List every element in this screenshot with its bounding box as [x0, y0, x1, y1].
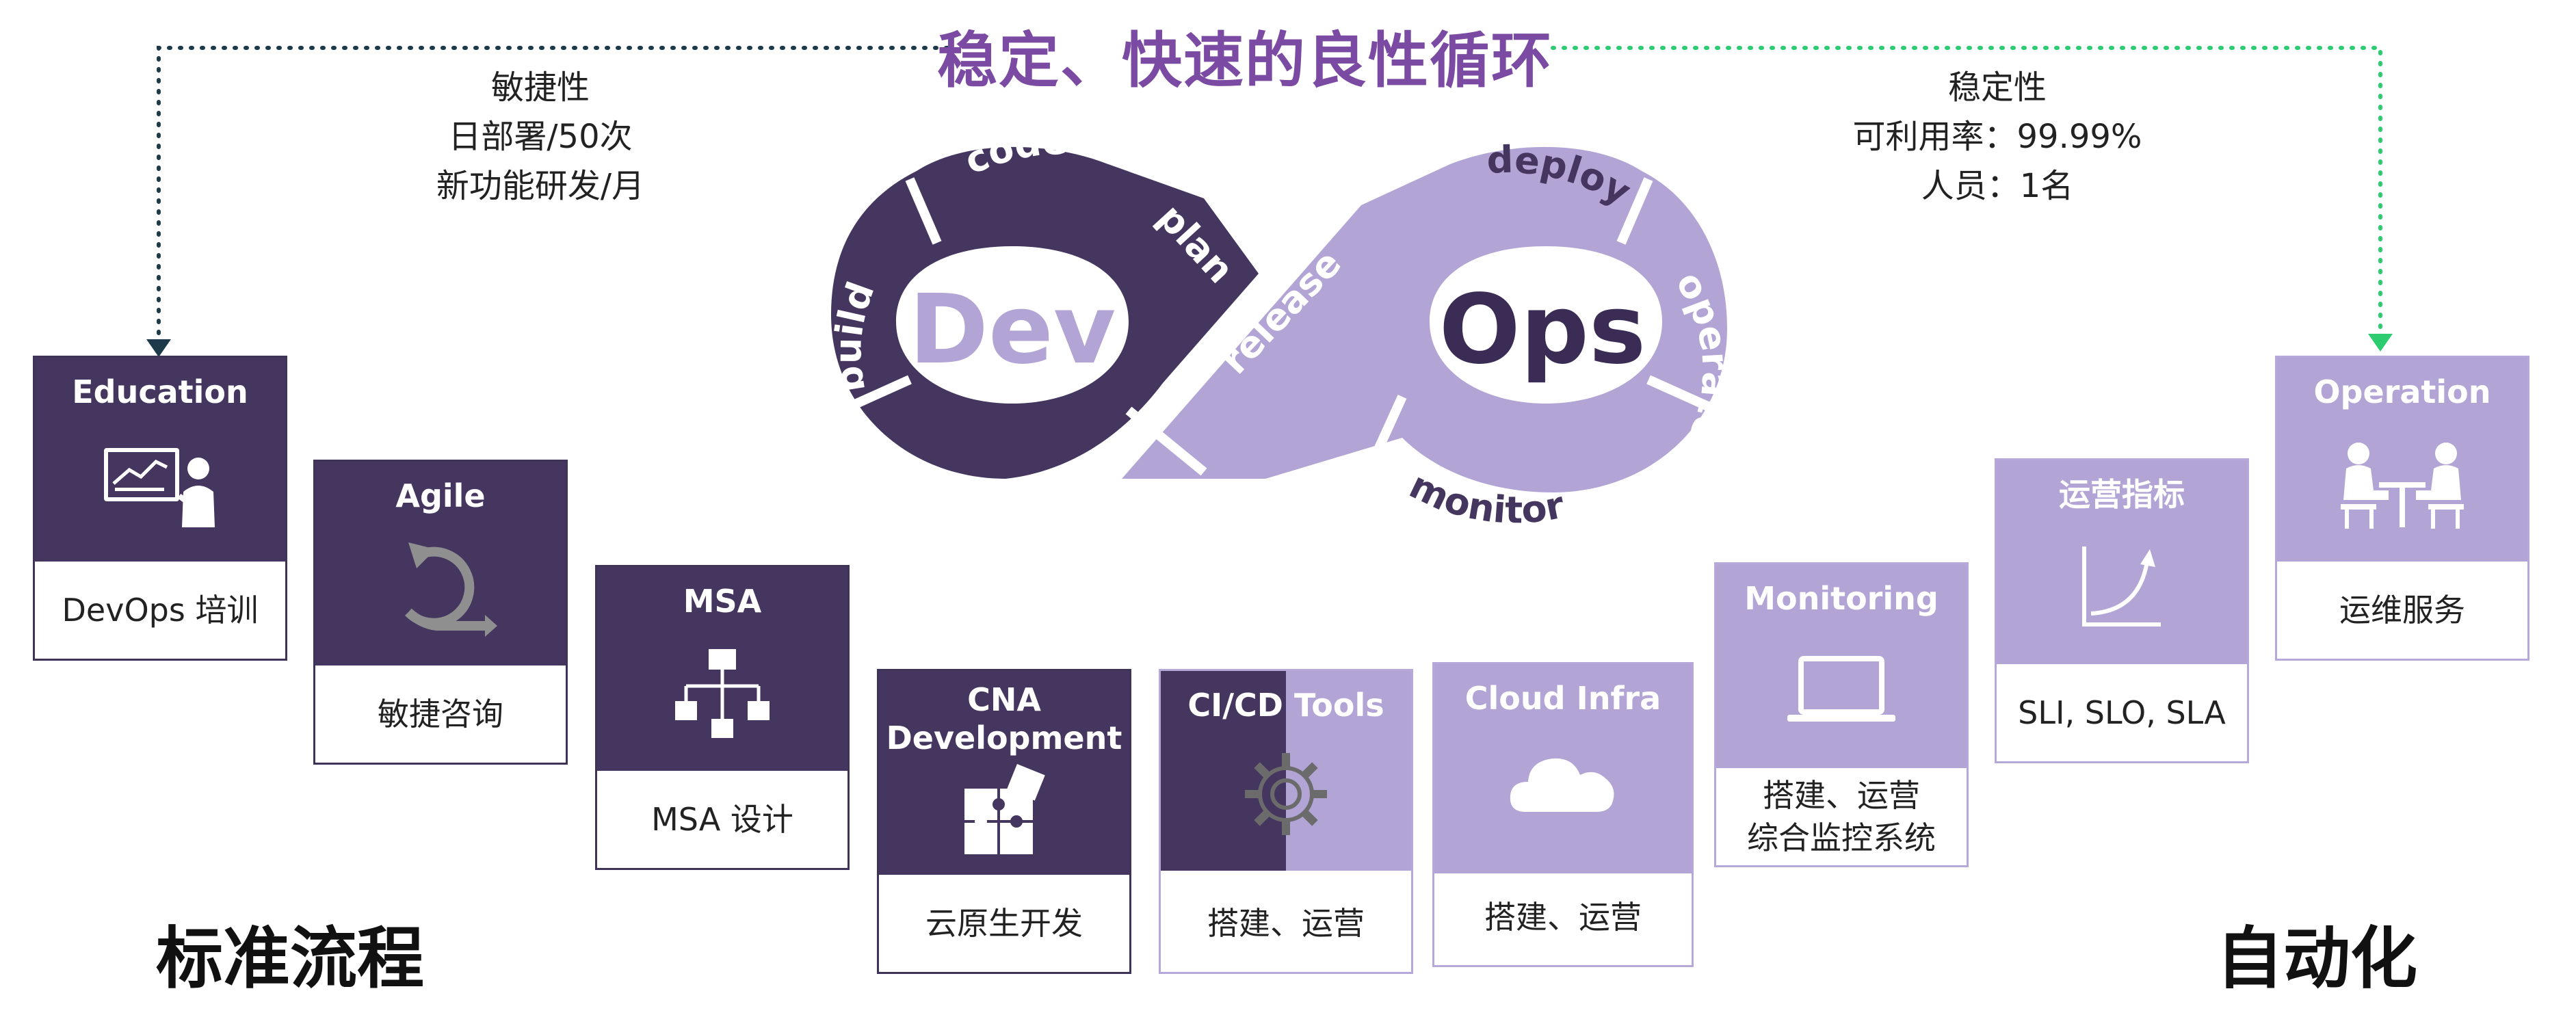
puzzle-icon	[879, 764, 1129, 860]
card-header: 运营指标	[1997, 460, 2247, 664]
card-header: Operation	[2277, 358, 2527, 562]
stage-label-test: test	[993, 479, 1077, 530]
card-title: Cloud Infra	[1464, 680, 1661, 717]
card-description: 搭建、运营	[1207, 905, 1365, 942]
card-description: 云原生开发	[925, 905, 1083, 942]
card-description: 搭建、运营 综合监控系统	[1747, 777, 1936, 856]
card-header: MSA	[597, 567, 847, 771]
devops-infinity-loop: code build test plan release deploy oper…	[826, 127, 1737, 532]
standard-process-label: 标准流程	[156, 920, 425, 998]
card-agile: Agile 敏捷咨询	[313, 460, 568, 765]
card-title: Monitoring	[1744, 580, 1938, 617]
card-title: MSA	[683, 583, 762, 620]
ops-loop	[1122, 146, 1727, 492]
card-header: Monitoring	[1716, 564, 1967, 768]
ops-label: Ops	[1439, 274, 1646, 386]
card-description: MSA 设计	[651, 801, 793, 838]
card-title: Operation	[2313, 373, 2491, 410]
presentation-icon	[35, 441, 285, 530]
card-monitoring: Monitoring 搭建、运营 综合监控系统	[1714, 562, 1969, 867]
card-cicd-tools: CI/CD Tools	[1159, 669, 1413, 974]
card-header: Cloud Infra	[1434, 664, 1692, 873]
diagram-title: 稳定、快速的良性循环	[936, 25, 1553, 96]
agility-stat-line: 新功能研发/月	[436, 167, 645, 205]
card-description: 搭建、运营	[1484, 899, 1642, 936]
card-header: CNA Development	[879, 671, 1129, 875]
stability-stat-line: 稳定性	[1947, 68, 2047, 107]
card-description: DevOps 培训	[62, 592, 259, 629]
card-header: Agile	[315, 462, 566, 665]
card-title: Agile	[395, 477, 486, 514]
stability-stat-line: 人员：1名	[1921, 167, 2074, 205]
card-title: Education	[72, 373, 248, 410]
dev-loop	[831, 146, 1259, 479]
left-arrowhead	[146, 339, 171, 357]
right-arrowhead	[2368, 334, 2393, 352]
hierarchy-icon	[597, 644, 847, 746]
stability-stats: 稳定性 可利用率：99.99% 人员：1名	[1799, 63, 2196, 211]
card-education: Education DevOps 培训	[33, 356, 287, 661]
card-description: SLI, SLO, SLA	[2018, 694, 2226, 731]
card-title: CNA Development	[886, 681, 1122, 756]
stage-separators	[839, 177, 1719, 476]
dev-label: Dev	[909, 274, 1116, 386]
stability-stat-line: 可利用率：99.99%	[1852, 118, 2142, 156]
card-description: 敏捷咨询	[378, 696, 503, 733]
laptop-icon	[1716, 652, 1967, 727]
gear-icon	[1161, 746, 1411, 842]
cloud-icon	[1434, 746, 1692, 821]
card-msa: MSA MSA 设计	[595, 565, 850, 870]
card-title: CI/CD Tools	[1187, 687, 1384, 724]
card-header: CI/CD Tools	[1161, 671, 1411, 875]
card-operation-metrics: 运营指标 SLI, SLO, SLA	[1995, 458, 2249, 763]
agility-stat-line: 日部署/50次	[448, 118, 633, 156]
cycle-icon	[315, 537, 566, 646]
automation-label: 自动化	[2216, 920, 2418, 998]
card-cna-development: CNA Development 云原生开发	[877, 669, 1131, 974]
agility-stat-line: 敏捷性	[490, 68, 590, 107]
card-header: Education	[35, 358, 285, 562]
agility-stats: 敏捷性 日部署/50次 新功能研发/月	[369, 63, 711, 211]
card-description: 运维服务	[2339, 592, 2465, 629]
card-operation: Operation 运维服务	[2275, 356, 2529, 661]
meeting-icon	[2277, 438, 2527, 534]
card-title: 运营指标	[2059, 476, 2185, 513]
card-cloud-infra: Cloud Infra 搭建、运营	[1432, 662, 1694, 967]
growth-chart-icon	[1997, 537, 2247, 640]
